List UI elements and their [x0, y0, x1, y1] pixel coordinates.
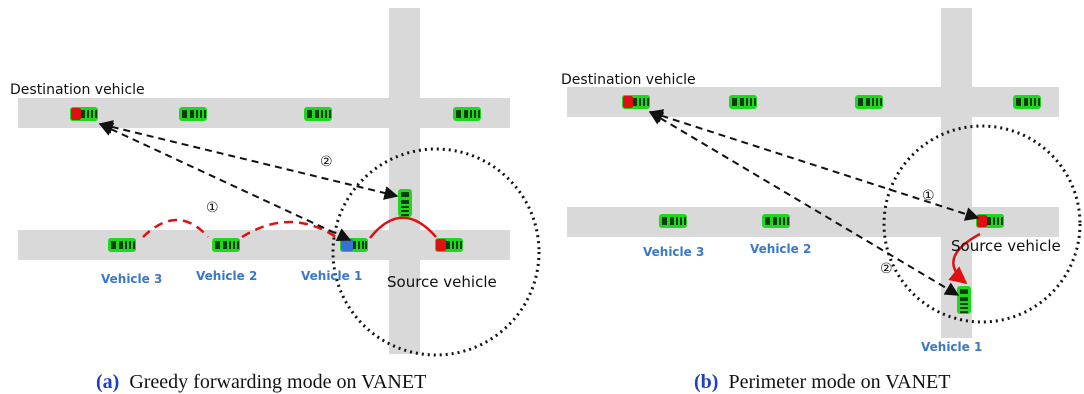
source-label: Source vehicle — [951, 237, 1061, 255]
range-circle — [331, 147, 541, 357]
destination-vehicle — [70, 107, 98, 121]
path-1-number: ① — [206, 200, 219, 216]
vehicle-icon — [453, 107, 481, 121]
vehicle-3-label: Vehicle 3 — [643, 245, 704, 259]
caption-text: Perimeter mode on VANET — [728, 371, 950, 393]
vehicle-icon — [1013, 95, 1041, 109]
vehicle-icon — [398, 189, 412, 217]
caption-text: Greedy forwarding mode on VANET — [129, 371, 426, 393]
vehicle-3-icon — [659, 214, 687, 228]
source-vehicle — [976, 214, 1004, 228]
vehicle-2-label: Vehicle 2 — [196, 269, 257, 283]
destination-label: Destination vehicle — [561, 72, 696, 88]
vehicle-3-label: Vehicle 3 — [101, 272, 162, 286]
vehicle-2-label: Vehicle 2 — [750, 242, 811, 256]
caption-b: (b) Perimeter mode on VANET — [694, 371, 950, 393]
path-2-arrow — [648, 111, 960, 296]
vehicle-icon — [179, 107, 207, 121]
path-1-number: ① — [922, 188, 935, 204]
source-label: Source vehicle — [387, 273, 497, 291]
road-vertical — [389, 8, 420, 354]
destination-label: Destination vehicle — [10, 82, 145, 98]
vehicle-icon — [729, 95, 757, 109]
caption-letter: (a) — [96, 371, 119, 393]
vehicle-1-label: Vehicle 1 — [301, 269, 362, 283]
path-1-arrow — [98, 122, 352, 242]
vehicle-1-icon — [957, 286, 971, 314]
vehicle-icon — [304, 107, 332, 121]
vehicle-3-icon — [108, 238, 136, 252]
vehicle-1-icon — [340, 238, 368, 252]
vehicle-icon — [855, 95, 883, 109]
source-vehicle — [435, 238, 463, 252]
forward-hop-solid — [369, 216, 437, 239]
path-2-arrow — [98, 120, 399, 200]
vehicle-1-label: Vehicle 1 — [921, 340, 982, 354]
panel-a: Destination vehicle ① ② Vehicle 3 Vehicl… — [10, 8, 541, 393]
caption-letter: (b) — [694, 371, 718, 393]
vehicle-2-icon — [212, 238, 240, 252]
caption-a: (a) Greedy forwarding mode on VANET — [96, 371, 426, 393]
destination-vehicle — [622, 95, 650, 109]
path-2-number: ② — [320, 154, 333, 170]
path-2-number: ② — [880, 261, 893, 277]
panel-b: Destination vehicle ① ② Vehicle 3 Vehicl… — [561, 8, 1082, 393]
vehicle-2-icon — [762, 214, 790, 228]
